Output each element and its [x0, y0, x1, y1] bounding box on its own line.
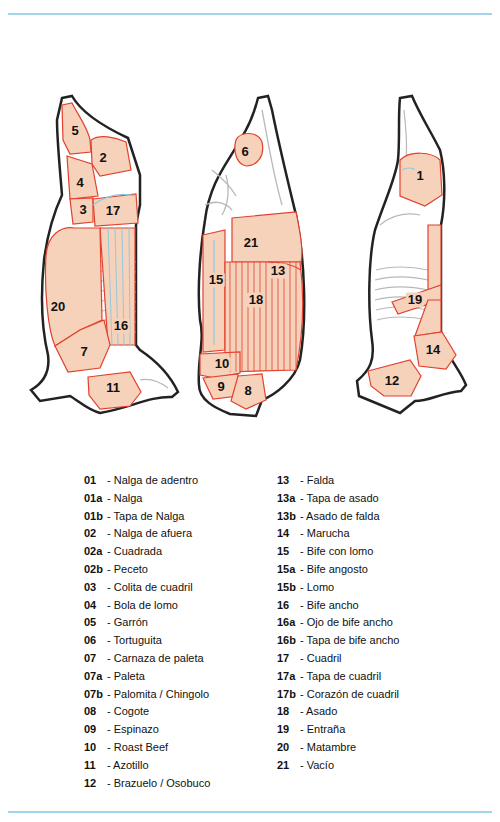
key-text: - Palomita / Chingolo — [107, 687, 209, 700]
key-text: - Nalga de afuera — [107, 527, 192, 540]
key-number: 12 — [84, 776, 96, 789]
key-number: 17a — [277, 669, 295, 682]
key-number: 15 — [277, 545, 289, 558]
key-text: - Espinazo — [107, 723, 159, 736]
key-number: 17 — [277, 652, 289, 665]
key-text: - Cuadril — [300, 652, 342, 665]
key-number: 18 — [277, 705, 289, 718]
key-text: - Bife angosto — [300, 563, 368, 576]
key-text: - Brazuelo / Osobuco — [107, 776, 210, 789]
callout-number: 7 — [78, 345, 89, 360]
key-number: 09 — [84, 723, 96, 736]
callout-number: 10 — [213, 357, 231, 372]
callout-number: 11 — [104, 381, 122, 396]
key-number: 11 — [84, 758, 96, 771]
callout-number: 14 — [424, 343, 442, 358]
key-text: - Bola de lomo — [107, 598, 178, 611]
key-number: 10 — [84, 741, 96, 754]
key-text: - Bife ancho — [300, 598, 359, 611]
key-number: 05 — [84, 616, 96, 629]
key-number: 15b — [277, 580, 296, 593]
key-text: - Nalga — [107, 491, 142, 504]
key-text: - Peceto — [107, 563, 148, 576]
callout-number: 20 — [49, 300, 67, 315]
callout-number: 15 — [207, 273, 225, 288]
callout-number: 1 — [414, 169, 425, 184]
key-number: 13b — [277, 509, 296, 522]
key-text: - Colita de cuadril — [107, 580, 193, 593]
key-number: 07a — [84, 669, 102, 682]
callout-number: 21 — [242, 236, 260, 251]
key-text: - Cuadrada — [107, 545, 162, 558]
key-text: - Bife con lomo — [300, 545, 373, 558]
key-text: - Paleta — [107, 669, 145, 682]
key-text: - Tapa de Nalga — [107, 509, 184, 522]
key-number: 02b — [84, 563, 103, 576]
callout-number: 19 — [406, 293, 424, 308]
key-text: - Tapa de cuadril — [300, 669, 381, 682]
key-number: 16b — [277, 634, 296, 647]
key-text: - Ojo de bife ancho — [300, 616, 393, 629]
key-number: 01b — [84, 509, 103, 522]
key-text: - Corazón de cuadril — [300, 687, 399, 700]
key-number: 17b — [277, 687, 296, 700]
key-number: 14 — [277, 527, 289, 540]
key-text: - Carnaza de paleta — [107, 652, 204, 665]
key-text: - Marucha — [300, 527, 350, 540]
left-carcass — [31, 96, 178, 413]
key-text: - Vacío — [300, 758, 334, 771]
key-text: - Tapa de bife ancho — [300, 634, 399, 647]
key-number: 13 — [277, 474, 289, 487]
key-number: 20 — [277, 741, 289, 754]
key-number: 06 — [84, 634, 96, 647]
key-text: - Roast Beef — [107, 741, 168, 754]
callout-number: 4 — [74, 176, 85, 191]
key-text: - Lomo — [300, 580, 334, 593]
key-text: - Tortuguita — [107, 634, 162, 647]
key-number: 07b — [84, 687, 103, 700]
key-number: 02 — [84, 527, 96, 540]
key-number: 21 — [277, 758, 289, 771]
callout-number: 3 — [77, 203, 88, 218]
key-text: - Entraña — [300, 723, 345, 736]
key-text: - Falda — [300, 474, 334, 487]
callout-number: 2 — [97, 151, 108, 166]
key-text: - Azotillo — [107, 758, 149, 771]
callout-number: 13 — [269, 264, 287, 279]
callout-number: 17 — [104, 204, 122, 219]
key-number: 01 — [84, 474, 96, 487]
key-number: 02a — [84, 545, 102, 558]
callout-number: 16 — [112, 319, 130, 334]
right-carcass — [357, 96, 466, 413]
key-text: - Matambre — [300, 741, 356, 754]
middle-carcass — [199, 96, 305, 416]
key-number: 07 — [84, 652, 96, 665]
callout-number: 6 — [239, 145, 250, 160]
key-number: 01a — [84, 491, 102, 504]
key-text: - Nalga de adentro — [107, 474, 198, 487]
callout-number: 8 — [242, 384, 253, 399]
key-number: 16 — [277, 598, 289, 611]
key-number: 03 — [84, 580, 96, 593]
callout-number: 12 — [383, 374, 401, 389]
key-number: 19 — [277, 723, 289, 736]
key-text: - Asado de falda — [300, 509, 380, 522]
key-text: - Asado — [300, 705, 337, 718]
key-text: - Tapa de asado — [300, 491, 379, 504]
key-text: - Cogote — [107, 705, 149, 718]
key-number: 08 — [84, 705, 96, 718]
key-number: 16a — [277, 616, 295, 629]
key-number: 15a — [277, 563, 295, 576]
key-number: 04 — [84, 598, 96, 611]
callout-number: 5 — [69, 124, 80, 139]
callout-number: 9 — [215, 380, 226, 395]
callout-number: 18 — [247, 293, 265, 308]
key-text: - Garrón — [107, 616, 148, 629]
key-number: 13a — [277, 491, 295, 504]
